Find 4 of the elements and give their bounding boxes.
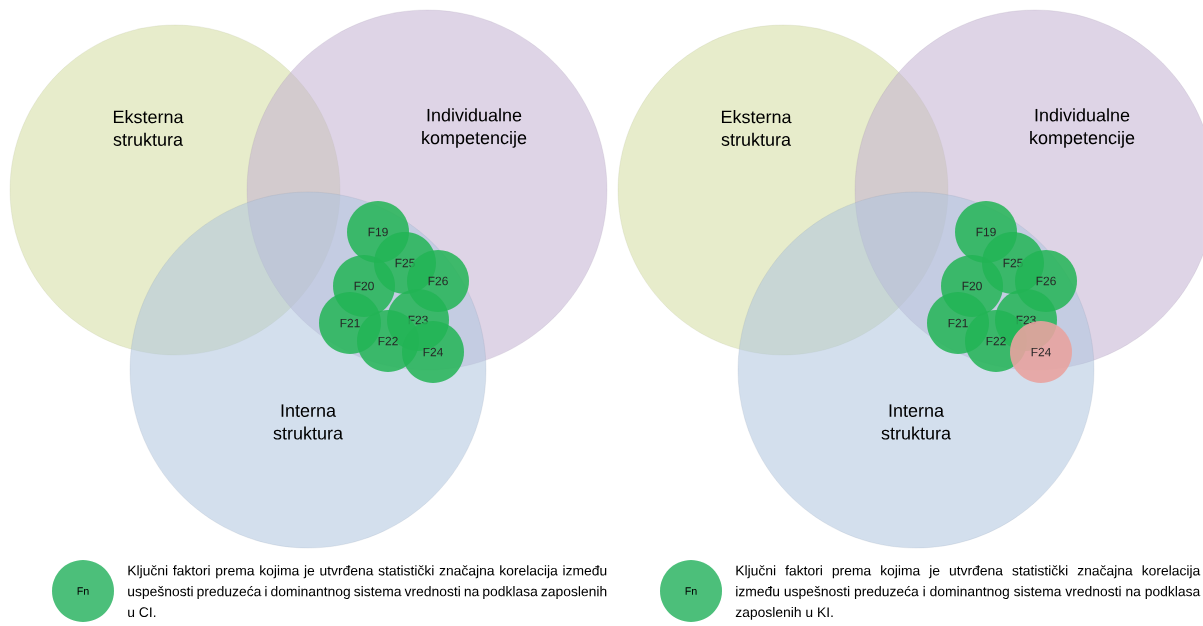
legend-text: Ključni faktori prema kojima je utvrđena statistički značajna korelacija između uspešnosti preduzeća i dominantnog sistema vrednosti na podklasa zaposlenih u KI. [735,565,1201,620]
sphere: Eksterna struktura [617,24,949,356]
legend-text: Ključni faktori prema kojima je utvrđena statistički značajna korelacija između uspešnosti preduzeća i dominantnog sistema vrednosti na podklasa zaposlenih u CI. [128,565,607,618]
sphere: Eksterna struktura [9,24,341,356]
